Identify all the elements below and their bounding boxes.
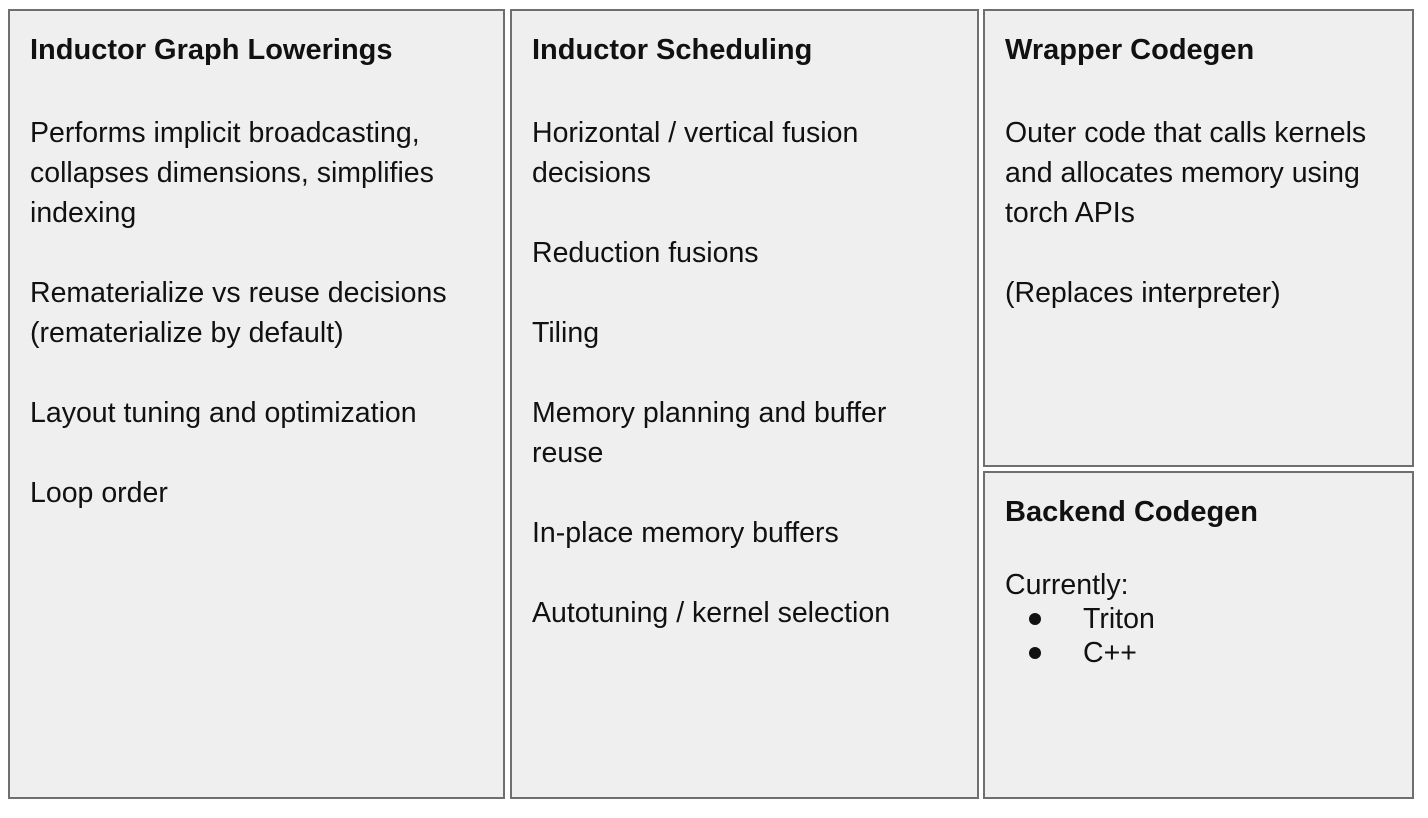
bullet-label: C++: [1083, 637, 1137, 669]
lowerings-item-broadcasting: Performs implicit broadcasting, collapse…: [30, 117, 434, 229]
panel-title: Backend Codegen: [1005, 496, 1258, 528]
panel-inductor-scheduling: Inductor Scheduling Horizontal / vertica…: [510, 9, 979, 799]
panel-backend-codegen: Backend Codegen Currently: Triton C++: [983, 471, 1414, 799]
scheduling-item-reduction-fusions: Reduction fusions: [532, 237, 759, 269]
scheduling-item-in-place-buffers: In-place memory buffers: [532, 517, 839, 549]
scheduling-item-list: Horizontal / vertical fusion decisions R…: [532, 113, 957, 633]
scheduling-item-autotuning: Autotuning / kernel selection: [532, 597, 891, 629]
scheduling-item-fusion-decisions: Horizontal / vertical fusion decisions: [532, 117, 859, 189]
backend-bullet-cpp: C++: [1029, 636, 1392, 670]
backend-content: Currently: Triton C++: [1005, 569, 1392, 670]
scheduling-item-tiling: Tiling: [532, 317, 600, 349]
wrapper-item-list: Outer code that calls kernels and alloca…: [1005, 113, 1392, 313]
lowerings-item-layout-tuning: Layout tuning and optimization: [30, 397, 417, 429]
lowerings-item-list: Performs implicit broadcasting, collapse…: [30, 113, 483, 513]
backend-bullet-triton: Triton: [1029, 602, 1392, 636]
panel-title: Inductor Scheduling: [532, 34, 813, 66]
bullet-label: Triton: [1083, 603, 1155, 635]
panel-inductor-graph-lowerings: Inductor Graph Lowerings Performs implic…: [8, 9, 505, 799]
panel-title: Wrapper Codegen: [1005, 34, 1255, 66]
wrapper-item-outer-code: Outer code that calls kernels and alloca…: [1005, 117, 1367, 229]
bullet-icon: [1029, 647, 1041, 659]
backend-bullet-list: Triton C++: [1005, 602, 1392, 670]
wrapper-item-replaces-interpreter: (Replaces interpreter): [1005, 277, 1281, 309]
bullet-icon: [1029, 613, 1041, 625]
scheduling-item-memory-planning: Memory planning and buffer reuse: [532, 397, 887, 469]
lowerings-item-loop-order: Loop order: [30, 477, 168, 509]
backend-subhead: Currently:: [1005, 569, 1129, 601]
panel-wrapper-codegen: Wrapper Codegen Outer code that calls ke…: [983, 9, 1414, 467]
lowerings-item-rematerialize: Rematerialize vs reuse decisions (remate…: [30, 277, 447, 349]
panel-title: Inductor Graph Lowerings: [30, 34, 393, 66]
